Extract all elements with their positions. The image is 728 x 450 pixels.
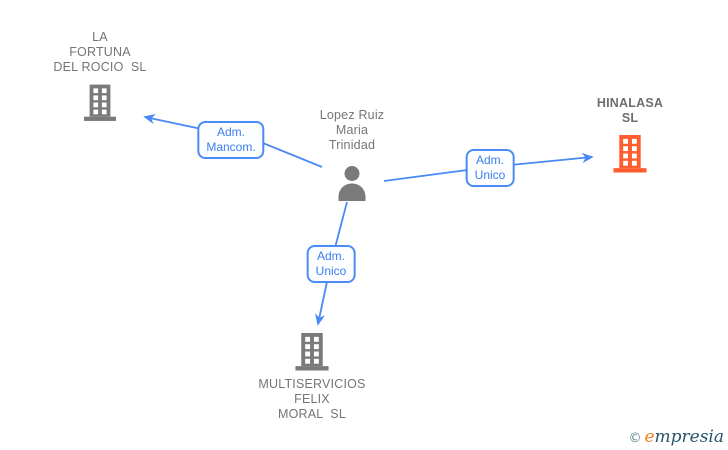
empresia-logo[interactable]: © empresia [628, 427, 724, 447]
edge-label-adm-unico-bottom: Adm. Unico [306, 245, 356, 283]
brand-initial: e [644, 427, 655, 447]
node-multiservicios-felix-moral-sl[interactable]: MULTISERVICIOS FELIX MORAL SL [252, 333, 372, 422]
node-hinalasa-sl[interactable]: HINALASA SL [570, 96, 690, 173]
building-icon [83, 84, 117, 121]
brand-wordmark: empresia [644, 427, 724, 447]
edge-label-adm-mancom: Adm. Mancom. [197, 121, 265, 159]
person-name: Lopez Ruiz Maria Trinidad [319, 108, 385, 152]
building-icon [295, 333, 329, 371]
copyright-icon: © [628, 431, 642, 446]
edge-label-adm-unico-right: Adm. Unico [465, 149, 515, 187]
building-icon-highlighted [613, 135, 647, 173]
brand-rest: mpresia [654, 427, 725, 447]
person-icon [338, 166, 366, 201]
company-name: HINALASA SL [596, 96, 664, 125]
node-la-fortuna-del-rocio-sl[interactable]: LA FORTUNA DEL ROCIO SL [40, 30, 160, 122]
company-name: MULTISERVICIOS FELIX MORAL SL [258, 377, 366, 421]
company-name: LA FORTUNA DEL ROCIO SL [53, 30, 147, 74]
node-lopez-ruiz-maria-trinidad[interactable]: Lopez Ruiz Maria Trinidad [291, 108, 413, 201]
